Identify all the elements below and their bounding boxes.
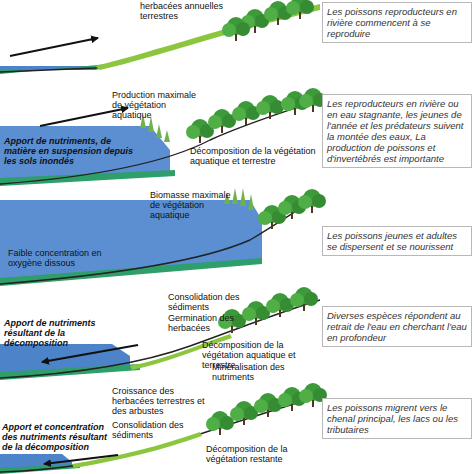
process-label: herbacées annuelles terrestres	[140, 1, 225, 21]
info-box: Diverses espèces répondent au retrait de…	[322, 306, 472, 347]
process-label: Production maximale de végétation aquati…	[112, 90, 202, 120]
process-label: Décomposition de la végétation aquatique…	[190, 146, 318, 166]
process-label: Croissance des herbacées terrestres et d…	[112, 386, 212, 416]
panel-2	[0, 88, 327, 186]
process-label: Germination des herbacées	[168, 313, 258, 333]
box-text: Les poissons reproducteurs en rivière co…	[327, 6, 467, 39]
process-label: Minéralisation des nutriments	[212, 362, 312, 382]
info-box: Les poissons reproducteurs en rivière co…	[322, 2, 472, 43]
panel-3	[0, 188, 326, 286]
flow-note: Apport et concentration des nutriments r…	[2, 422, 112, 452]
info-box: Les poissons jeunes et adultes se disper…	[322, 226, 472, 256]
box-text: Les poissons migrent vers le chenal prin…	[327, 402, 467, 435]
flow-note: Apport de nutriments résultant de la déc…	[4, 318, 104, 348]
process-label: Faible concentration en oxygène dissous	[8, 248, 118, 268]
process-label: Consolidation des sédiments	[168, 292, 258, 312]
panel-5	[0, 383, 327, 474]
info-box: Les reproducteurs en rivière ou en eau s…	[322, 94, 472, 168]
box-text: Les reproducteurs en rivière ou en eau s…	[327, 98, 467, 164]
info-box: Les poissons migrent vers le chenal prin…	[322, 398, 472, 439]
flow-note: Apport de nutriments, de matière en susp…	[4, 136, 144, 166]
box-text: Diverses espèces répondent au retrait de…	[327, 310, 467, 343]
process-label: Biomasse maximale de végétation aquatiqu…	[150, 190, 232, 220]
box-text: Les poissons jeunes et adultes se disper…	[327, 230, 467, 252]
process-label: Consolidation des sédiments	[112, 420, 192, 440]
panel-1	[0, 0, 320, 74]
process-label: Décomposition de la végétation restante	[206, 444, 318, 464]
